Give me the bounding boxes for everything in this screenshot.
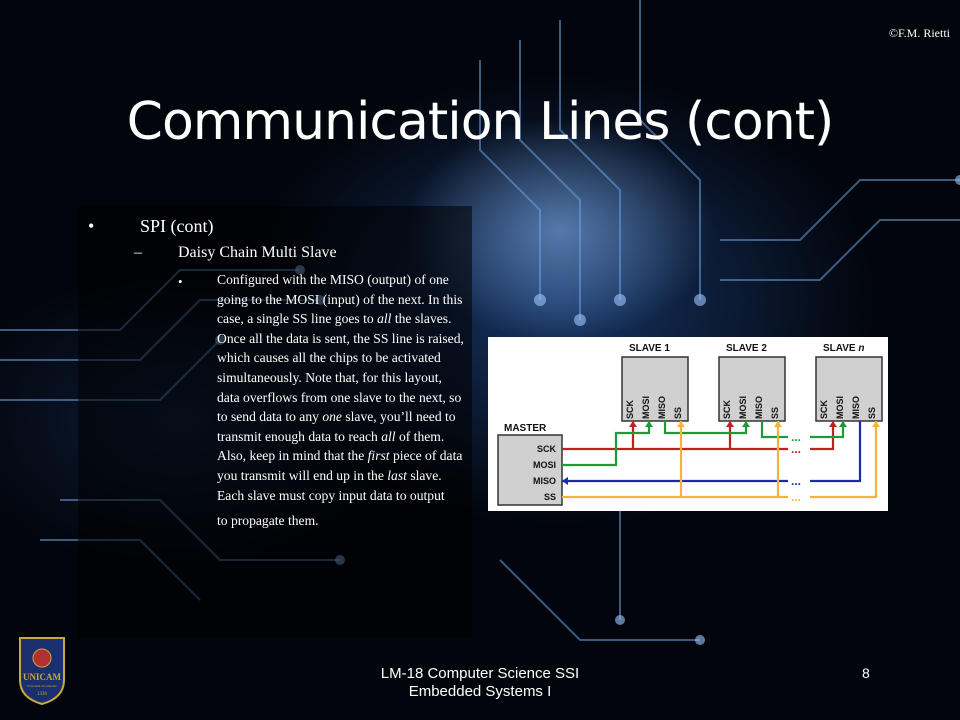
unicam-logo: UNICAM Università di Camerino 1336 <box>19 637 65 706</box>
pin-label: MISO <box>851 396 861 419</box>
slave-2-box <box>718 356 786 422</box>
master-signal-ss: SS <box>544 492 556 502</box>
pin-label: SCK <box>819 399 829 419</box>
dash-marker: – <box>134 244 142 261</box>
slave-1-box <box>621 356 689 422</box>
logo-name: UNICAM <box>23 672 62 682</box>
pin-label: SCK <box>722 399 732 419</box>
bullet-spi: • SPI (cont) <box>88 216 214 237</box>
miso-line <box>562 421 862 483</box>
ss-line <box>562 421 878 499</box>
pin-label: MISO <box>754 396 764 419</box>
footer-subject: Embedded Systems I <box>408 683 552 700</box>
slave-n-box <box>815 356 883 422</box>
master-label: MASTER <box>504 423 547 434</box>
pin-label: MOSI <box>641 396 651 419</box>
slave-2-label: SLAVE 2 <box>726 343 767 354</box>
footer: LM-18 Computer Science SSI Embedded Syst… <box>330 665 630 701</box>
continuation-dots: ... <box>791 490 801 504</box>
slave-n-label: SLAVE n <box>823 343 865 354</box>
logo-year: 1336 <box>37 692 48 697</box>
continuation-dots: ... <box>791 474 801 488</box>
pin-label: SS <box>867 407 877 419</box>
continuation-dots: ... <box>791 442 801 456</box>
continuation-dots: ... <box>791 430 801 444</box>
footer-course: LM-18 Computer Science SSI <box>380 665 580 682</box>
text-panel <box>78 206 472 638</box>
pin-label: SCK <box>625 399 635 419</box>
pin-label: SS <box>770 407 780 419</box>
pin-label: MOSI <box>738 396 748 419</box>
pin-label: MOSI <box>835 396 845 419</box>
page-number: 8 <box>862 665 870 681</box>
bullet-daisy-chain-label: Daisy Chain Multi Slave <box>178 244 337 261</box>
copyright-text: ©F.M. Rietti <box>888 26 950 40</box>
master-signal-sck: SCK <box>537 444 557 454</box>
slave-1-label: SLAVE 1 <box>629 343 670 354</box>
slide-title: Communication Lines (cont) <box>126 92 835 152</box>
arrowheads <box>562 421 880 485</box>
bullet-daisy-chain: – Daisy Chain Multi Slave <box>134 244 337 262</box>
mosi-line <box>562 421 845 467</box>
bullet-spi-label: SPI (cont) <box>140 216 214 236</box>
daisy-chain-diagram: SLAVE 1 SLAVE 2 SLAVE n SCK MOSI MISO SS… <box>488 337 888 511</box>
pin-label: SS <box>673 407 683 419</box>
logo-subtitle: Università di Camerino <box>27 684 57 688</box>
bullet-marker-small: • <box>178 274 183 289</box>
master-signal-miso: MISO <box>533 476 556 486</box>
description-paragraph: Configured with the MISO (output) of one… <box>217 272 464 529</box>
master-signal-mosi: MOSI <box>533 460 556 470</box>
pin-label: MISO <box>657 396 667 419</box>
bullet-marker: • <box>88 216 95 236</box>
master-box <box>497 434 563 506</box>
